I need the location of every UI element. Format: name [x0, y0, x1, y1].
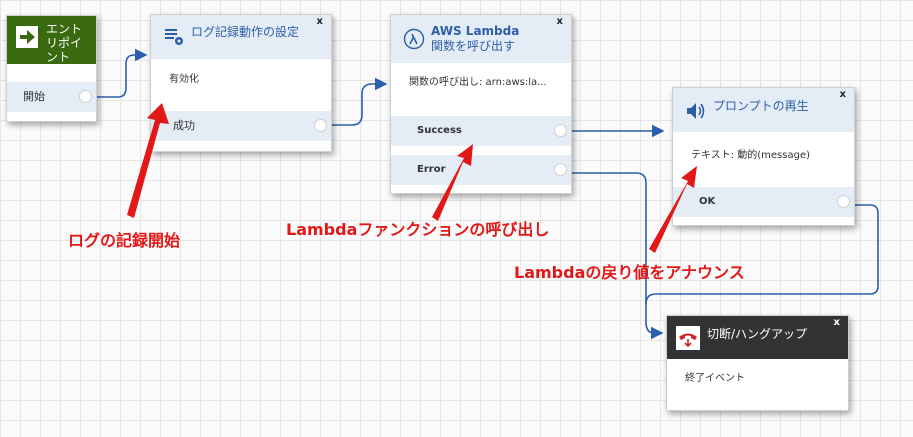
lambda-title-line2: 関数を呼び出す — [431, 39, 516, 53]
list-gear-icon — [163, 25, 185, 47]
annotation-lambda-return: Lambdaの戻り値をアナウンス — [514, 263, 745, 282]
entry-point-title: エントリポイント — [46, 22, 83, 64]
branch-ok[interactable]: OK — [673, 187, 854, 217]
connector-ok-to-hangup — [645, 204, 879, 305]
entry-point-block[interactable]: エントリポイント 開始 — [6, 15, 97, 122]
annotation-arrow-lambda — [432, 144, 473, 221]
disconnect-title: 切断/ハングアップ — [707, 327, 808, 341]
speaker-icon — [685, 100, 707, 122]
lambda-block-body: 関数の呼び出し: arn:aws:la... — [409, 77, 547, 88]
disconnect-header: 切断/ハングアップ x — [667, 316, 848, 359]
branch-error[interactable]: Error — [391, 155, 571, 185]
branch-success[interactable]: Success — [391, 116, 571, 146]
annotation-arrow-prompt — [649, 166, 697, 253]
play-prompt-body: テキスト: 動的(message) — [691, 150, 810, 161]
phone-hangup-icon — [676, 326, 700, 350]
branch-success-label: Success — [417, 125, 462, 136]
close-icon[interactable]: x — [556, 16, 563, 27]
connector-log-to-lambda — [330, 77, 388, 126]
start-port[interactable] — [79, 90, 92, 103]
error-port[interactable] — [554, 163, 567, 176]
logging-block[interactable]: ログ記録動作の設定 x 有効化 成功 — [150, 14, 332, 152]
annotation-log-start: ログの記録開始 — [68, 231, 181, 250]
branch-start-label: 開始 — [23, 90, 45, 103]
logging-block-header: ログ記録動作の設定 x — [151, 15, 331, 59]
disconnect-block[interactable]: 切断/ハングアップ x 終了イベント — [666, 315, 849, 411]
close-icon[interactable]: x — [839, 89, 846, 100]
play-prompt-title: プロンプトの再生 — [713, 99, 809, 113]
branch-start[interactable]: 開始 — [7, 82, 96, 112]
logging-block-title: ログ記録動作の設定 — [191, 25, 300, 39]
entry-point-header: エントリポイント — [7, 16, 96, 64]
success-port[interactable] — [554, 124, 567, 137]
lambda-icon — [403, 28, 425, 50]
connector-entry-to-log — [96, 48, 148, 98]
play-prompt-header: プロンプトの再生 x — [673, 88, 854, 132]
disconnect-body: 終了イベント — [685, 373, 745, 384]
arrow-right-icon — [16, 26, 38, 48]
branch-success-log-label: 成功 — [173, 119, 195, 132]
close-icon[interactable]: x — [316, 16, 323, 27]
branch-success-log[interactable]: 成功 — [151, 111, 331, 141]
branch-ok-label: OK — [699, 196, 716, 207]
play-prompt-block[interactable]: プロンプトの再生 x テキスト: 動的(message) OK — [672, 87, 855, 226]
close-icon[interactable]: x — [833, 317, 840, 328]
logging-block-body: 有効化 — [169, 74, 199, 85]
lambda-block-header: AWS Lambda 関数を呼び出す x — [391, 15, 571, 63]
branch-error-label: Error — [417, 164, 446, 175]
lambda-block[interactable]: AWS Lambda 関数を呼び出す x 関数の呼び出し: arn:aws:la… — [390, 14, 572, 194]
log-success-port[interactable] — [314, 119, 327, 132]
annotation-lambda-call: Lambdaファンクションの呼び出し — [286, 220, 550, 239]
lambda-block-title: AWS Lambda 関数を呼び出す — [431, 24, 519, 54]
lambda-title-line1: AWS Lambda — [431, 24, 520, 38]
annotation-arrow-log — [127, 103, 169, 218]
ok-port[interactable] — [837, 195, 850, 208]
connector-error-to-hangup — [570, 172, 664, 340]
